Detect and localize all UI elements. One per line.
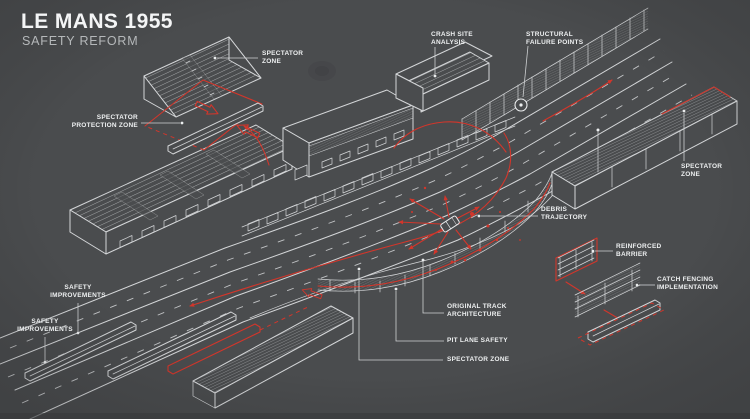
- label-debris-trajectory: DEBRIS TRAJECTORY: [541, 206, 588, 221]
- label-spectator-zone-top: SPECTATOR ZONE: [262, 50, 304, 65]
- label-reinforced-barrier: REINFORCED BARRIER: [616, 243, 662, 258]
- page-title: LE MANS 1955: [21, 10, 173, 33]
- label-crash-site-analysis: CRASH SITE ANALYSIS: [431, 31, 473, 46]
- label-spectator-protection-zone: SPECTATOR PROTECTION ZONE: [71, 114, 138, 129]
- label-structural-failure-points: STRUCTURAL FAILURE POINTS: [526, 31, 584, 46]
- label-spectator-zone-bottom: SPECTATOR ZONE: [447, 356, 510, 363]
- label-original-track-architecture: ORIGINAL TRACK ARCHITECTURE: [447, 303, 507, 318]
- bottom-edge-strip: [0, 413, 750, 419]
- label-pit-lane-safety: PIT LANE SAFETY: [447, 337, 508, 344]
- label-safety-improvements-lower: SAFETY IMPROVEMENTS: [17, 318, 73, 333]
- label-catch-fencing: CATCH FENCING IMPLEMENTATION: [657, 276, 719, 291]
- page-subtitle: SAFETY REFORM: [22, 34, 139, 48]
- label-safety-improvements-upper: SAFETY IMPROVEMENTS: [50, 284, 106, 299]
- label-spectator-zone-right: SPECTATOR ZONE: [681, 163, 723, 178]
